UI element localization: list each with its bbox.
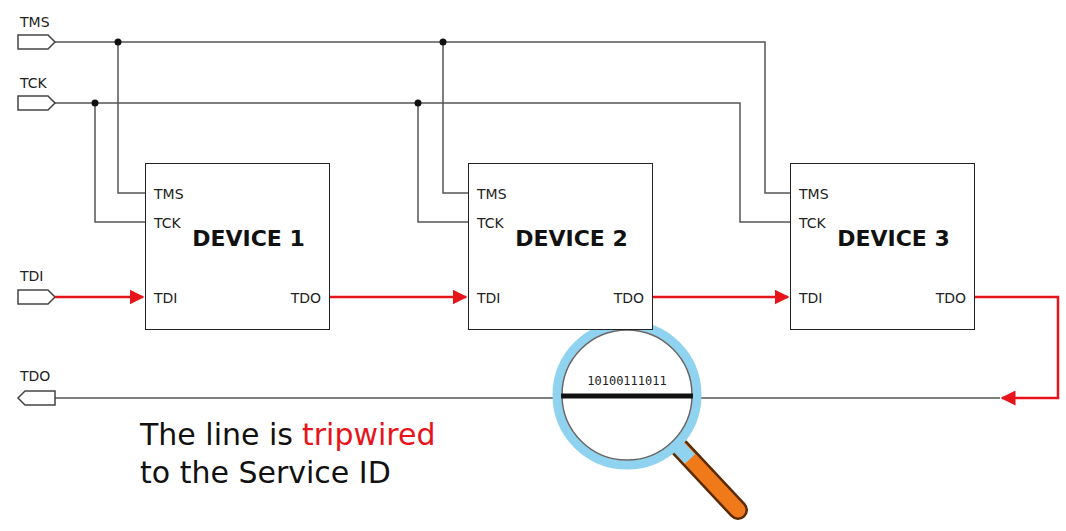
pin-label: TCK (477, 215, 504, 231)
pin-label: TDI (154, 290, 177, 306)
pin-label: TDI (799, 290, 822, 306)
pin-label: TMS (799, 186, 829, 202)
device-name: DEVICE 2 (515, 226, 628, 252)
device-name: DEVICE 3 (837, 226, 950, 252)
pin-label: TCK (154, 215, 181, 231)
highlight-word: tripwired (302, 417, 436, 452)
pin-label: TDO (614, 290, 644, 306)
tck-wire (95, 103, 145, 222)
port-name: TCK (20, 75, 47, 91)
caption-text: The line is (140, 417, 293, 452)
port-name: TDO (20, 368, 50, 384)
junction-dots (92, 39, 447, 107)
pin-label: TMS (154, 186, 184, 202)
bus-wires (55, 42, 1000, 398)
device-name: DEVICE 1 (192, 226, 305, 252)
pin-label: TDO (291, 290, 321, 306)
pin-label: TDI (477, 290, 500, 306)
device-box: TMS TCK DEVICE 1 TDI TDO (145, 163, 330, 330)
device-box: TMS TCK DEVICE 3 TDI TDO (790, 163, 975, 330)
tms-wire (118, 42, 145, 193)
tms-wire (443, 42, 468, 193)
port-name: TDI (20, 268, 43, 284)
scan-chain-arrow (330, 296, 466, 299)
magnifier (555, 325, 738, 510)
tdo-wire (55, 397, 1000, 399)
port-name: TMS (20, 14, 50, 30)
pin-label: TMS (477, 186, 507, 202)
bit-stream: 10100111011 (585, 373, 668, 389)
scan-chain-arrow (653, 296, 788, 299)
tck-wire (418, 103, 468, 222)
caption-text: to the Service ID (140, 454, 436, 492)
port-symbols (18, 35, 55, 405)
device-box: TMS TCK DEVICE 2 TDI TDO (468, 163, 653, 330)
caption-note: The line is tripwiredto the Service ID (140, 416, 436, 492)
pin-label: TCK (799, 215, 826, 231)
pin-label: TDO (936, 290, 966, 306)
